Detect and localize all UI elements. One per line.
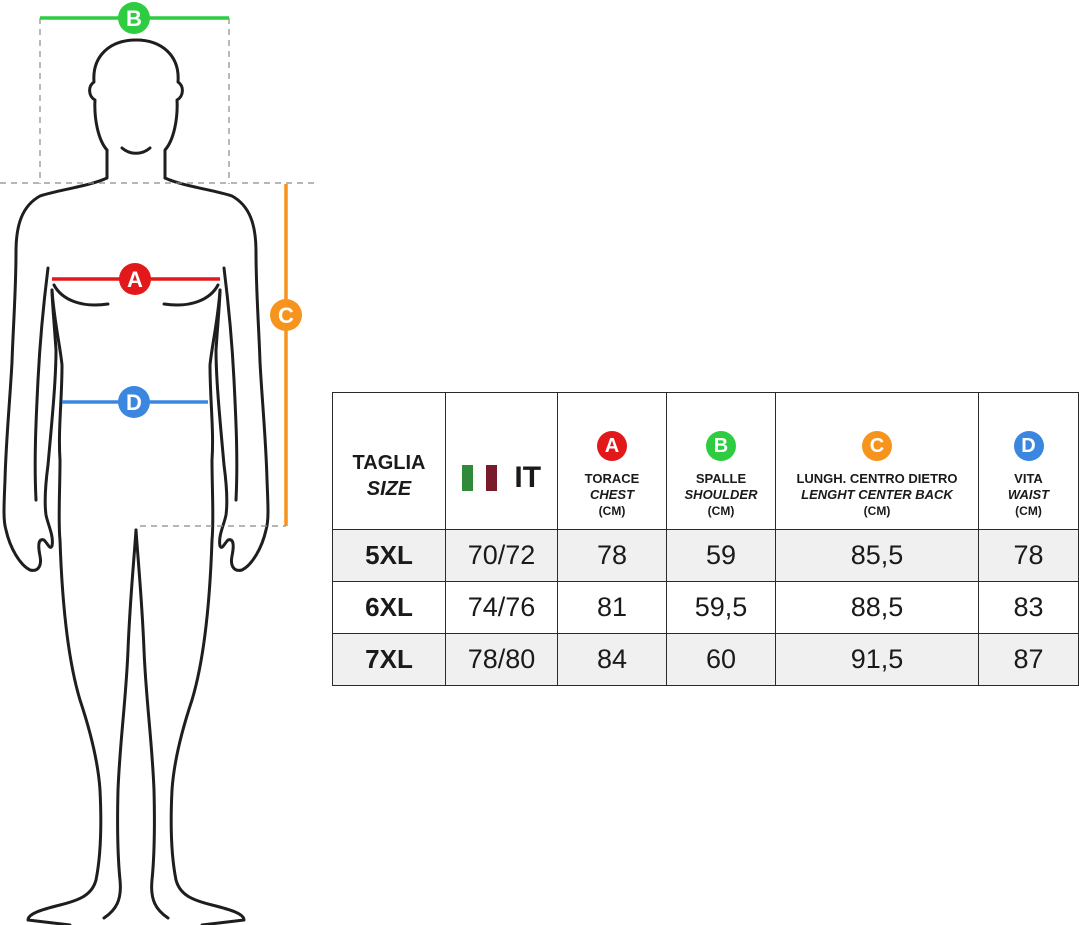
right-pectoral (162, 283, 220, 307)
header-chest-it: TORACE (584, 471, 640, 486)
header-shoulder-en: SHOULDER (684, 487, 758, 502)
body-outline (2, 38, 270, 925)
italy-flag-icon (461, 465, 498, 491)
table-row: 7XL 78/80 84 60 91,5 87 (332, 633, 1079, 686)
marker-a-letter: A (127, 267, 143, 292)
marker-d-badge (118, 386, 150, 418)
header-length-unit: (CM) (863, 504, 891, 518)
measure-c-length: C (270, 184, 302, 526)
header-chest-en: CHEST (589, 487, 635, 502)
header-it-code: IT (514, 461, 542, 494)
table-row: 6XL 74/76 81 59,5 88,5 83 (332, 581, 1079, 634)
chest-cell: 78 (557, 529, 667, 582)
waist-cell: 78 (978, 529, 1079, 582)
waist-cell: 87 (978, 633, 1079, 686)
left-torso (26, 288, 103, 925)
marker-c-letter: C (278, 303, 294, 328)
marker-b-badge (118, 2, 150, 34)
it-size-cell: 70/72 (445, 529, 558, 582)
marker-b-letter: B (126, 6, 142, 31)
marker-a-badge (119, 263, 151, 295)
it-size-cell: 74/76 (445, 581, 558, 634)
size-cell: 5XL (332, 529, 446, 582)
length-cell: 91,5 (775, 633, 979, 686)
header-size-it: TAGLIA (352, 451, 426, 474)
size-cell: 6XL (332, 581, 446, 634)
header-size: TAGLIA SIZE (332, 392, 446, 530)
guide-lines (0, 18, 318, 527)
shoulder-cell: 59,5 (666, 581, 776, 634)
right-inner-arm (222, 266, 239, 502)
header-waist-it: VITA (1014, 471, 1043, 486)
header-chest-unit: (CM) (598, 504, 626, 518)
waist-cell: 83 (978, 581, 1079, 634)
head-outline (88, 38, 184, 180)
table-header-row: TAGLIA SIZE IT A TORACE CHEST (CM) B SPA… (332, 392, 1079, 530)
body-silhouette-diagram: B A D C (0, 2, 318, 925)
header-length-it: LUNGH. CENTRO DIETRO (796, 471, 958, 486)
header-size-en: SIZE (366, 477, 412, 500)
badge-b-icon: B (706, 431, 736, 461)
measure-b-shoulder: B (40, 2, 229, 34)
header-it-size: IT (445, 392, 558, 530)
left-inner-leg (102, 528, 138, 920)
chin-line (120, 146, 152, 155)
measure-a-chest: A (52, 263, 220, 295)
right-inner-leg (134, 528, 170, 920)
marker-d-letter: D (126, 390, 142, 415)
header-waist-unit: (CM) (1015, 504, 1042, 518)
left-pectoral (52, 283, 110, 307)
header-waist-en: WAIST (1007, 487, 1050, 502)
header-shoulder-it: SPALLE (695, 471, 747, 486)
length-cell: 85,5 (775, 529, 979, 582)
header-chest: A TORACE CHEST (CM) (557, 392, 667, 530)
length-cell: 88,5 (775, 581, 979, 634)
badge-c-icon: C (862, 431, 892, 461)
left-neck-shoulder (2, 148, 109, 572)
marker-c-badge (270, 299, 302, 331)
chest-cell: 81 (557, 581, 667, 634)
header-length: C LUNGH. CENTRO DIETRO LENGHT CENTER BAC… (775, 392, 979, 530)
shoulder-cell: 60 (666, 633, 776, 686)
chest-cell: 84 (557, 633, 667, 686)
header-length-en: LENGHT CENTER BACK (801, 487, 953, 502)
shoulder-cell: 59 (666, 529, 776, 582)
size-chart-table: TAGLIA SIZE IT A TORACE CHEST (CM) B SPA… (332, 392, 1079, 686)
right-torso (169, 288, 246, 925)
header-shoulder: B SPALLE SHOULDER (CM) (666, 392, 776, 530)
badge-a-icon: A (597, 431, 627, 461)
header-shoulder-unit: (CM) (707, 504, 735, 518)
measure-d-waist: D (62, 386, 208, 418)
left-inner-arm (33, 266, 50, 502)
table-row: 5XL 70/72 78 59 85,5 78 (332, 529, 1079, 582)
header-waist: D VITA WAIST (CM) (978, 392, 1079, 530)
right-neck-shoulder (163, 176, 270, 572)
it-size-cell: 78/80 (445, 633, 558, 686)
size-cell: 7XL (332, 633, 446, 686)
badge-d-icon: D (1013, 431, 1044, 461)
